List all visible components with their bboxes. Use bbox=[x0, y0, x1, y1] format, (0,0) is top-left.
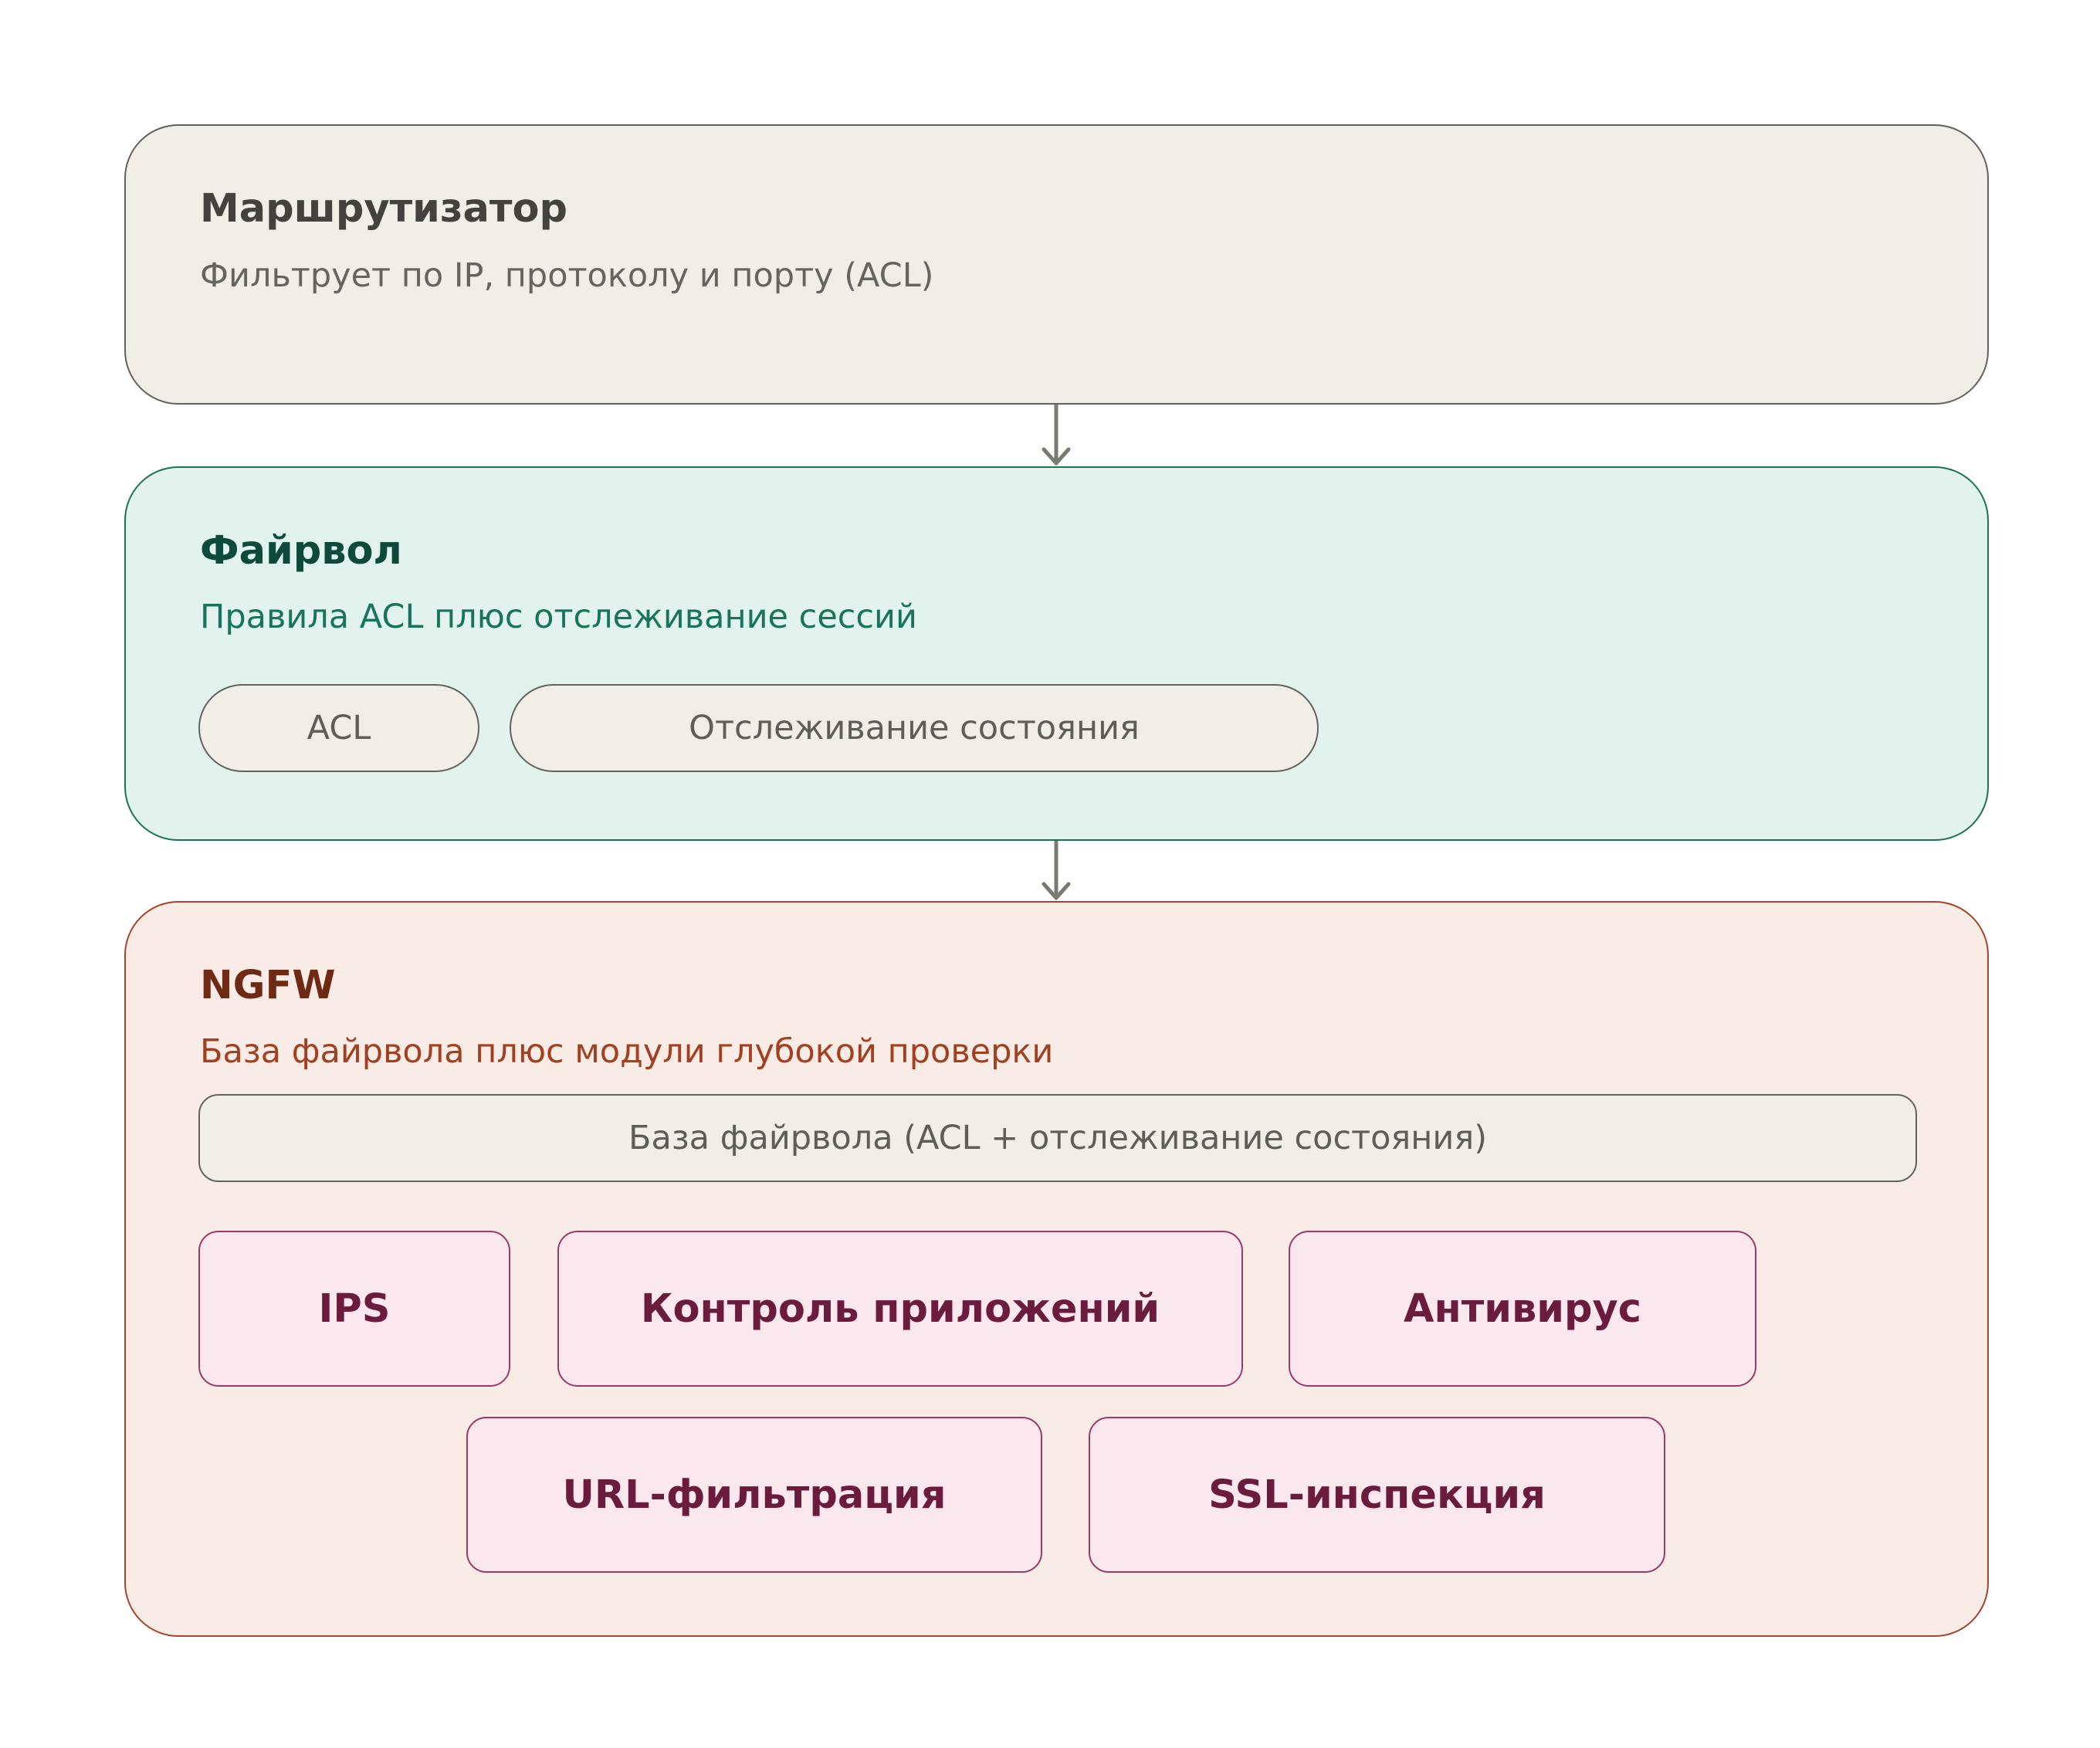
router-box: Маршрутизатор Фильтрует по IP, протоколу… bbox=[124, 124, 1989, 405]
arrow-router-to-firewall bbox=[1042, 402, 1071, 466]
arrow-firewall-to-ngfw bbox=[1042, 838, 1071, 900]
router-title: Маршрутизатор bbox=[200, 186, 568, 232]
module-ips: IPS bbox=[198, 1231, 510, 1387]
ngfw-title: NGFW bbox=[200, 963, 336, 1008]
ngfw-box: NGFW База файрвола плюс модули глубокой … bbox=[124, 901, 1989, 1637]
module-url-filtering: URL-фильтрация bbox=[466, 1417, 1042, 1573]
ngfw-subtitle: База файрвола плюс модули глубокой прове… bbox=[200, 1032, 1054, 1071]
firewall-box: Файрвол Правила ACL плюс отслеживание се… bbox=[124, 466, 1989, 841]
firewall-subtitle: Правила ACL плюс отслеживание сессий bbox=[200, 598, 917, 636]
state-tracking-pill: Отслеживание состояния bbox=[510, 684, 1319, 772]
module-antivirus: Антивирус bbox=[1289, 1231, 1756, 1387]
module-app-control: Контроль приложений bbox=[557, 1231, 1243, 1387]
router-subtitle: Фильтрует по IP, протоколу и порту (ACL) bbox=[200, 256, 934, 295]
acl-pill: ACL bbox=[198, 684, 479, 772]
module-ssl-inspection: SSL-инспекция bbox=[1089, 1417, 1665, 1573]
firewall-base-bar: База файрвола (ACL + отслеживание состоя… bbox=[198, 1094, 1917, 1182]
firewall-title: Файрвол bbox=[200, 528, 402, 574]
